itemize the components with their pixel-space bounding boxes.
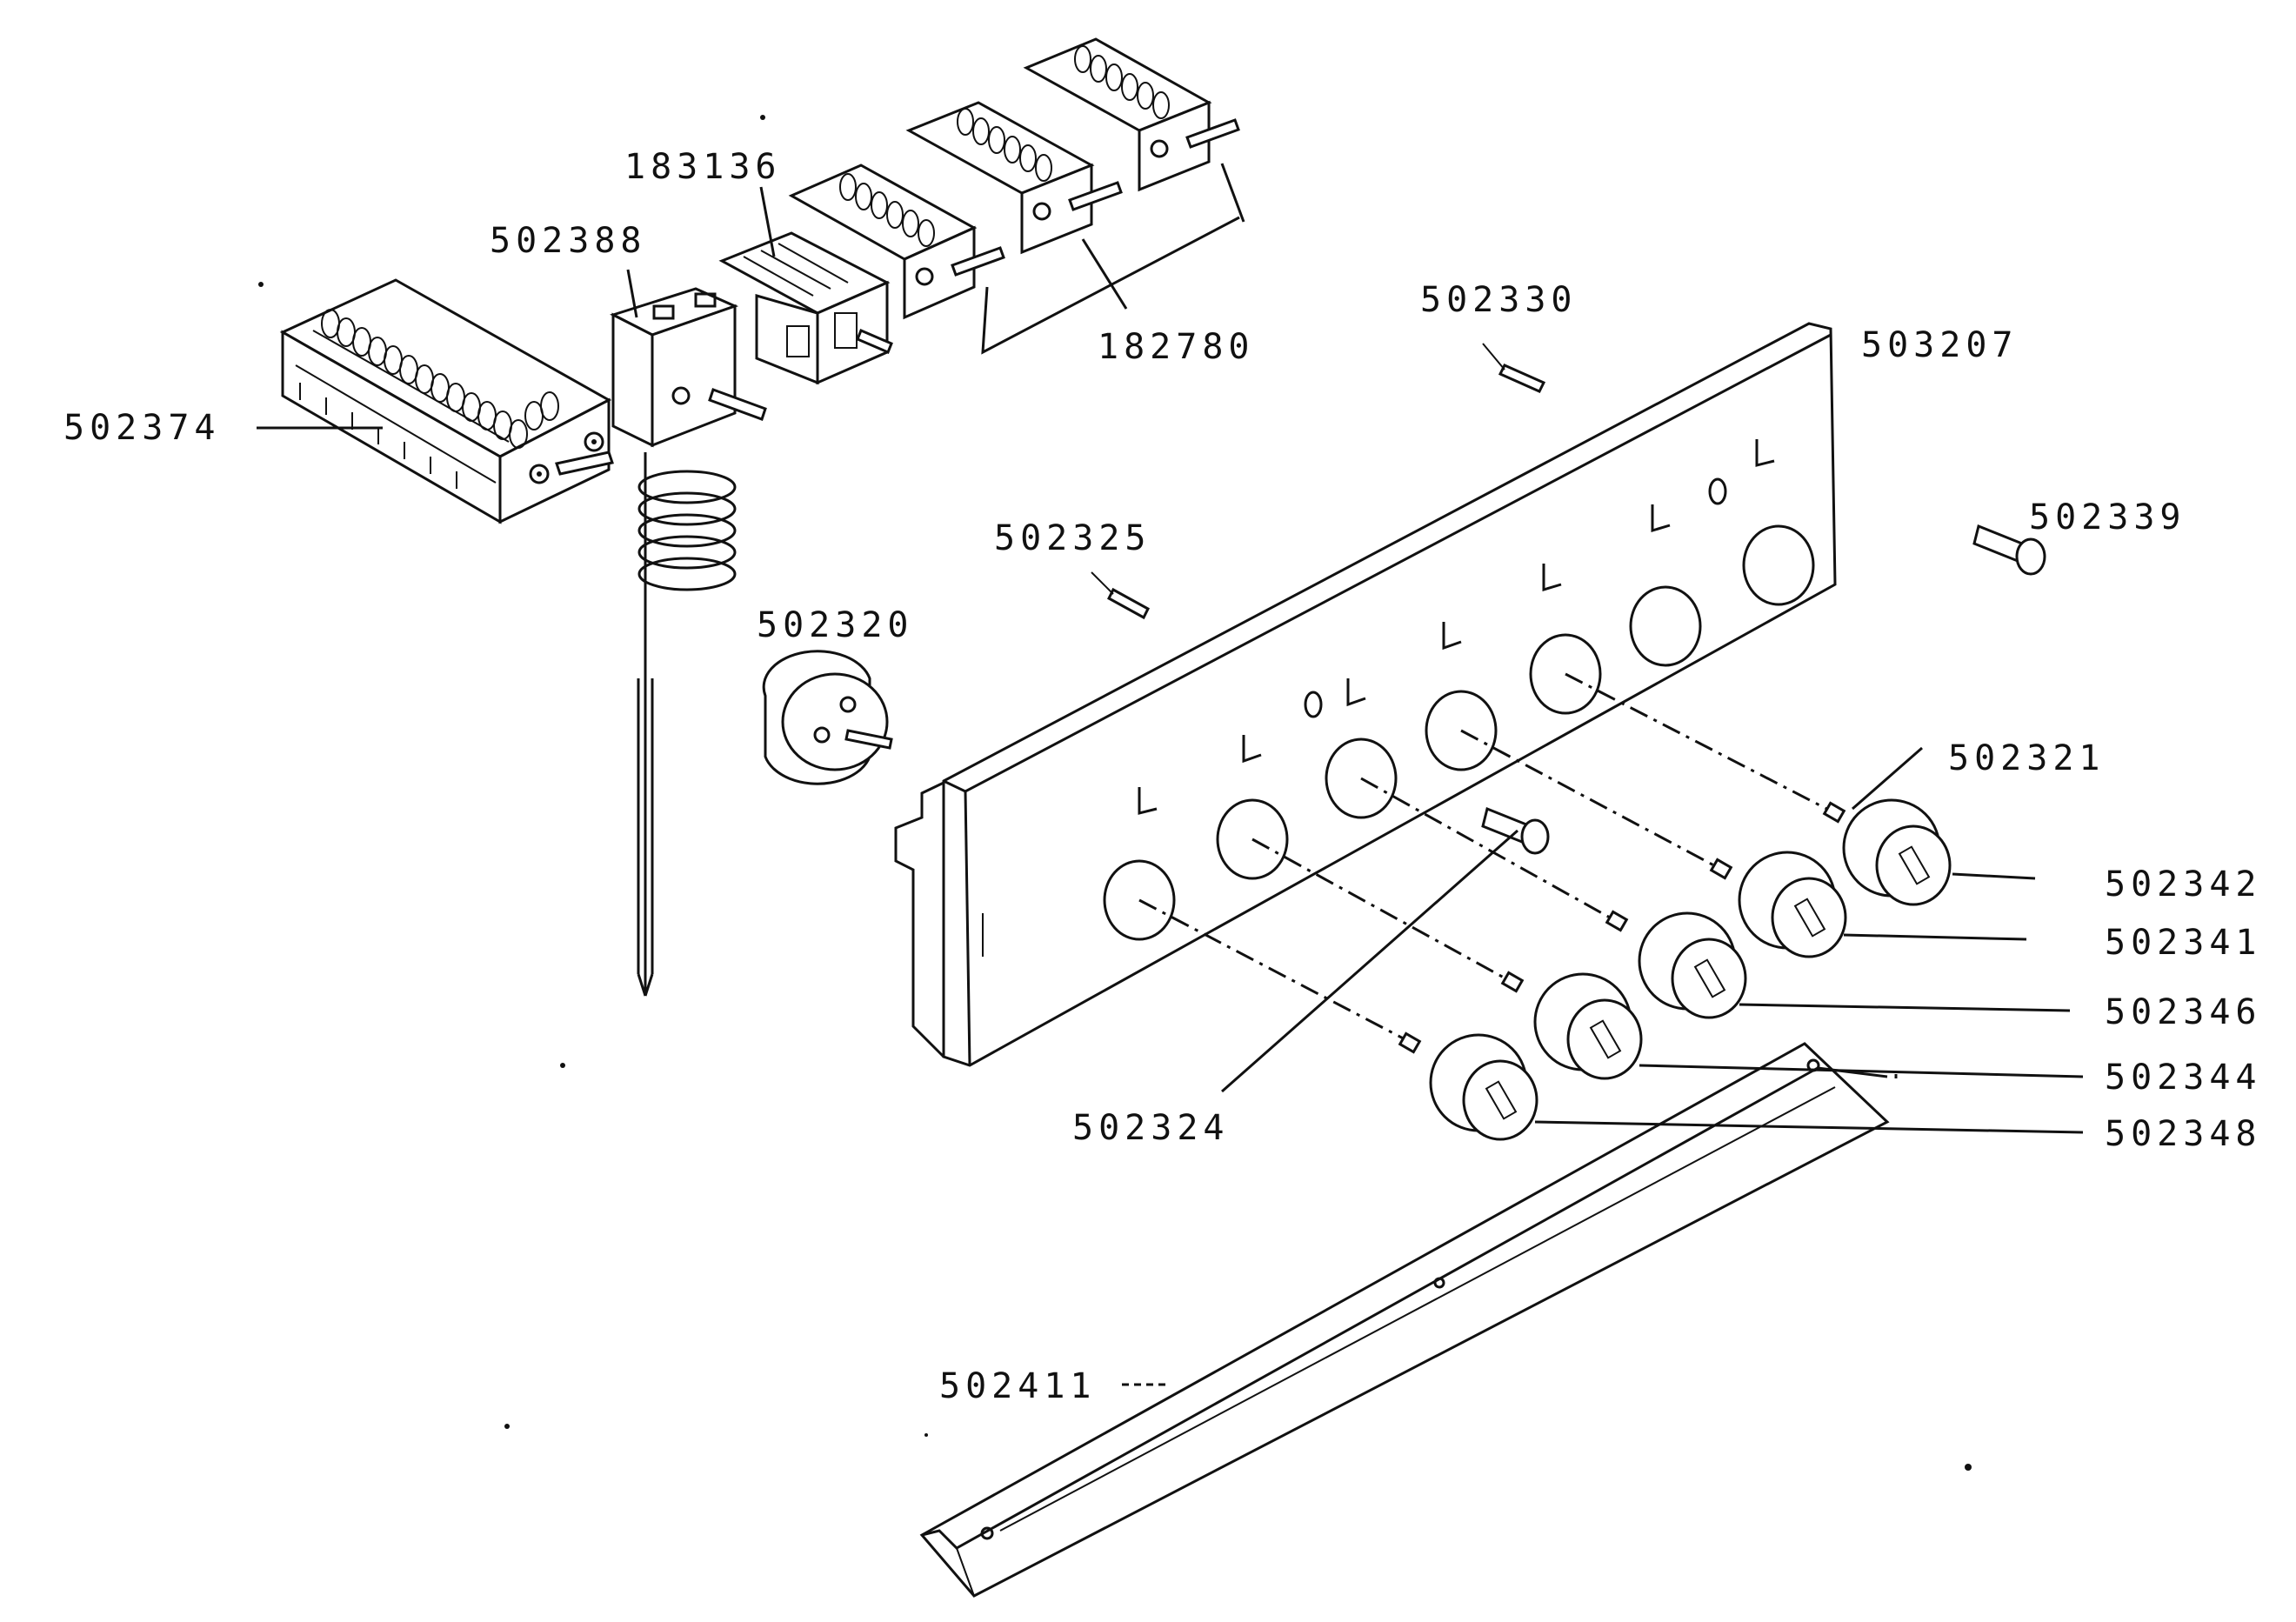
- rotary-switch-182780-b: [905, 101, 1123, 255]
- label-182780: 182780: [1098, 327, 1255, 367]
- pin-502325: [1091, 571, 1150, 620]
- label-502411: 502411: [939, 1366, 1097, 1406]
- leader-lines: [257, 163, 2084, 1386]
- buzzer-502320: [762, 650, 893, 785]
- label-502320: 502320: [757, 605, 914, 645]
- label-502346: 502346: [2105, 992, 2262, 1032]
- scan-specks: [258, 115, 1972, 1471]
- label-502344: 502344: [2105, 1058, 2262, 1098]
- thermostat-502388: [610, 287, 767, 997]
- knob-502344: [1533, 972, 1643, 1080]
- control-panel-503207: [894, 322, 1846, 1067]
- lamp-502339: [1972, 524, 2046, 576]
- trim-strip-502411: [919, 1042, 1890, 1598]
- label-502324: 502324: [1072, 1108, 1230, 1148]
- pin-502330: [1482, 343, 1546, 393]
- rotary-switch-182780-c: [1023, 37, 1240, 192]
- knob-502346: [1638, 911, 1747, 1019]
- knob-502342: [1842, 798, 1952, 906]
- label-502330: 502330: [1420, 280, 1578, 320]
- rotary-switch-182780-a: [788, 164, 1005, 320]
- label-502374: 502374: [63, 408, 221, 448]
- label-502341: 502341: [2105, 923, 2262, 963]
- label-502348: 502348: [2105, 1114, 2262, 1154]
- energy-regulator-183136: [718, 231, 893, 385]
- part-labels: 183136 502388 502374 182780 502330 50320…: [63, 147, 2262, 1406]
- label-502339: 502339: [2029, 497, 2186, 537]
- label-502325: 502325: [994, 518, 1151, 558]
- knob-502341: [1738, 851, 1847, 958]
- rotary-switch-502374: [279, 278, 614, 524]
- label-502342: 502342: [2105, 864, 2262, 904]
- label-502388: 502388: [490, 221, 647, 261]
- label-183136: 183136: [624, 147, 782, 187]
- label-502321: 502321: [1948, 738, 2106, 778]
- knob-502348: [1429, 1033, 1538, 1141]
- label-503207: 503207: [1861, 325, 2019, 365]
